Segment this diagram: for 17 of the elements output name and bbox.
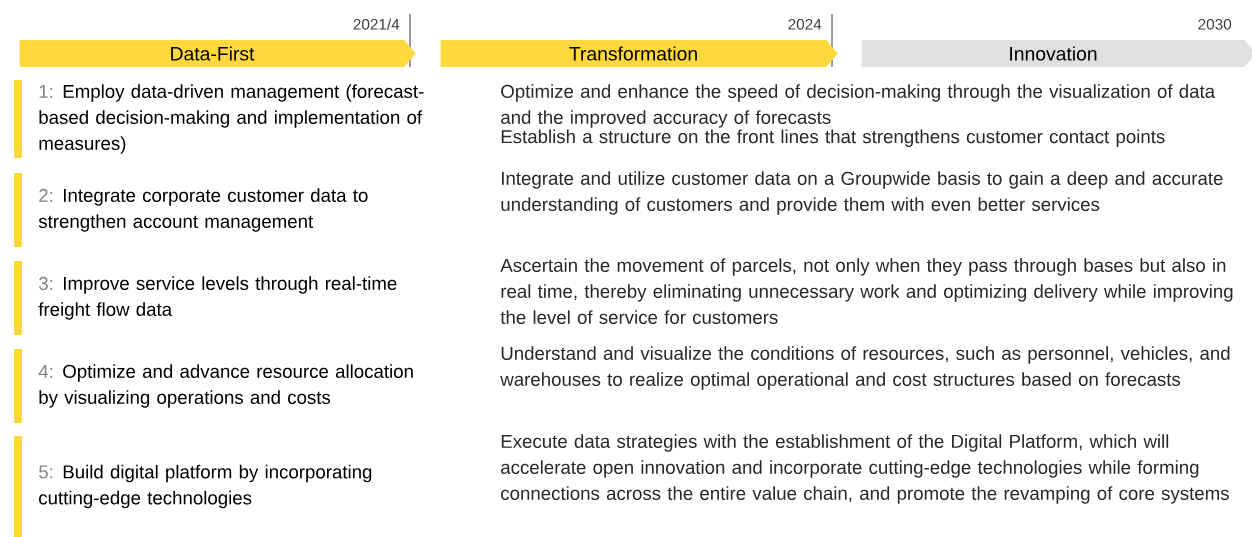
- goal-item: 2: Integrate corporate customer data to strengthen account management: [38, 188, 368, 232]
- description-text: Integrate and utilize customer data on a Groupwide basis to gain a deep and accurate understanding of customers and provide them with even better services: [501, 171, 1223, 215]
- goal-item: 4: Optimize and advance resource allocation by visualizing operations and costs: [38, 364, 413, 408]
- year-label: 2024: [788, 18, 822, 30]
- timeline-band: Transformation: [440, 40, 838, 67]
- year-label: 2021/4: [353, 18, 400, 30]
- goal-item: 5: Build digital platform by incorporating cutting-edge technologies: [39, 464, 372, 509]
- description-text: Establish a structure on the front lines that strengthens customer contact points: [501, 129, 1165, 147]
- timeline-band: Innovation: [861, 40, 1252, 67]
- timeline-band: Data-First: [19, 40, 416, 67]
- goal-item: 3: Improve service levels through real-time freight flow data: [38, 276, 397, 320]
- description-text: Execute data strategies with the establishment of the Digital Platform, which will accelerate open innovation and incorporate cutting-edge technologies while forming connections across the entire value chain, and promote the revamping of core systems: [501, 434, 1229, 504]
- description-text: Understand and visualize the conditions of resources, such as personnel, vehicles, and warehouses to realize optimal operational and cost structures based on forecasts: [500, 346, 1230, 390]
- description-text: Optimize and enhance the speed of decision-making through the visualization of data and the improved accuracy of forecasts: [501, 84, 1216, 128]
- year-label: 2030: [1198, 18, 1232, 30]
- goal-item: 1: Employ data-driven management (forecast-based decision-making and implementation of measures): [39, 84, 424, 154]
- description-text: Ascertain the movement of parcels, not only when they pass through bases but also in real time, thereby eliminating unnecessary work and optimizing delivery while improving the level of service for customers: [500, 258, 1233, 324]
